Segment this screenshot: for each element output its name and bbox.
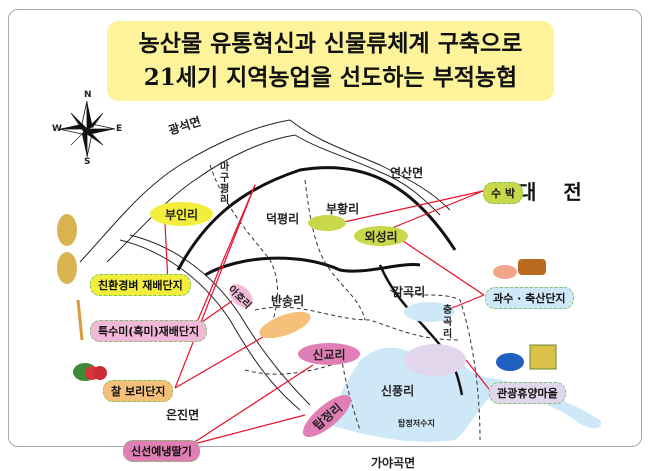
village-buhwang: 부황리 (326, 202, 360, 216)
compass-rose-icon (58, 100, 116, 158)
village-magupyeong: 마구평리 (220, 162, 230, 206)
village-chunggok-area (404, 344, 466, 376)
reservoir-label: 탑정저수지 (398, 419, 435, 428)
product-strawberry: 신선예냉딸기 (123, 440, 200, 462)
black-rice-icon (57, 252, 77, 284)
village-sinpung: 신풍리 (381, 384, 415, 398)
reservoir-water (330, 345, 601, 442)
village-gamgok: 감곡리 (392, 285, 426, 299)
river-outline (79, 119, 291, 263)
product-links (164, 184, 490, 446)
title-line-2: 21세기 지역농업을 선도하는 부적농협 (143, 64, 518, 91)
pig-cow-icon (493, 259, 546, 279)
rice-icon (57, 214, 77, 246)
village-chunggok: 충곡리 (443, 305, 453, 340)
title-banner: 농산물 유통혁신과 신물류체계 구축으로 21세기 지역농업을 선도하는 부적농… (107, 21, 554, 101)
district-map (57, 100, 601, 446)
product-tourism: 관광휴양마을 (489, 382, 566, 404)
village-oeseong: 외성리 (354, 226, 408, 246)
label-eunjin: 은진면 (166, 408, 200, 422)
village-chunggok-marker (404, 302, 454, 322)
title-line-1: 농산물 유통혁신과 신물류체계 구축으로 (138, 30, 523, 57)
label-gayagok: 가야곡면 (371, 456, 416, 470)
lake-house-icon (496, 344, 557, 371)
product-barley: 찰 보리단지 (103, 380, 174, 402)
compass-w: W (52, 124, 62, 134)
compass-e: E (116, 124, 123, 134)
village-bansong: 반송리 (271, 294, 305, 308)
main-road (176, 166, 457, 271)
label-yeonsan: 연산면 (390, 166, 424, 180)
village-buin: 부인리 (150, 202, 213, 226)
barley-icon (76, 299, 84, 341)
compass-s: S (84, 157, 91, 167)
product-eco-rice: 친환경벼 재배단지 (90, 274, 191, 296)
strawberry-icon (73, 363, 107, 381)
village-deokpyeong: 덕평리 (266, 212, 300, 226)
compass-n: N (84, 90, 92, 100)
product-livestock: 과수 · 축산단지 (485, 287, 574, 309)
product-watermelon: 수 박 (483, 182, 524, 204)
product-special-rice: 특수미(흑미)재배단지 (90, 320, 208, 342)
village-singyo: 신교리 (298, 343, 360, 365)
village-deokpyeong-marker (308, 215, 346, 231)
label-daejeon: 대 전 (518, 180, 592, 204)
